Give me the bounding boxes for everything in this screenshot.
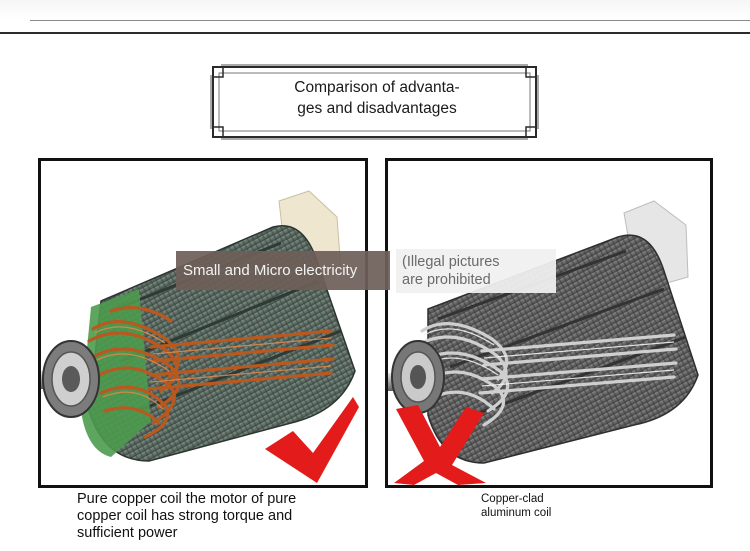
copper-coil-panel	[38, 158, 368, 488]
aluminum-motor-illustration	[388, 200, 699, 485]
check-mark-icon	[265, 397, 359, 483]
cross-mark-icon	[394, 405, 486, 485]
top-gradient	[0, 0, 750, 20]
overlay-label-left: Small and Micro electricity	[176, 251, 390, 290]
overlay-label-right: (Illegal pictures are prohibited	[396, 249, 556, 293]
aluminum-coil-panel	[385, 158, 713, 488]
copper-motor-illustration	[41, 190, 359, 483]
caption-copper-coil: Pure copper coil the motor of pure coppe…	[77, 491, 297, 541]
top-rule-thick	[0, 32, 750, 34]
page-title: Comparison of advanta- ges and disadvant…	[294, 79, 460, 117]
top-rule-thin	[30, 20, 750, 21]
title-frame	[210, 64, 539, 140]
caption-aluminum-coil: Copper-clad aluminum coil	[481, 493, 552, 519]
